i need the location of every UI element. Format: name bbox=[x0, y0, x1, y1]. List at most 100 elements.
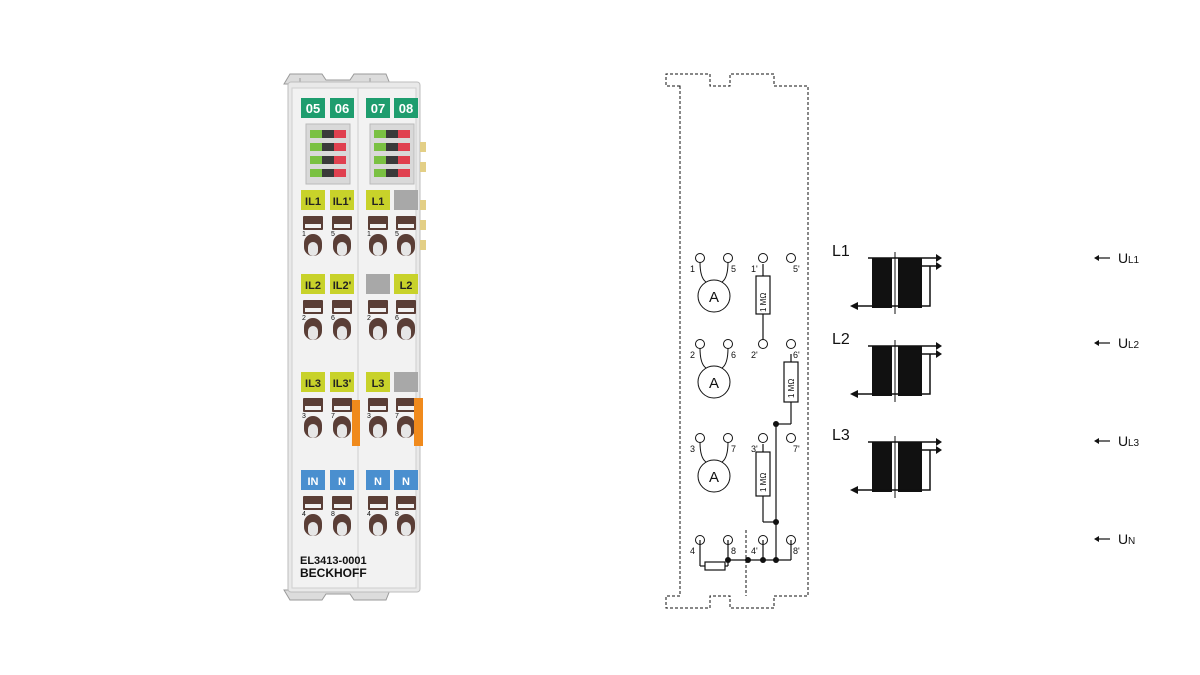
side-contacts bbox=[420, 142, 426, 250]
terminal-label bbox=[301, 470, 325, 490]
led-off-indicator bbox=[386, 143, 398, 151]
terminal-label bbox=[366, 470, 390, 490]
connection-point[interactable] bbox=[786, 433, 796, 443]
resistor-4 bbox=[704, 561, 726, 571]
terminal-label bbox=[330, 274, 354, 294]
led-red-indicator bbox=[334, 156, 346, 164]
connection-point-label: 3 bbox=[690, 444, 695, 454]
contact-number: 3 bbox=[302, 413, 306, 420]
terminal-label-text: N bbox=[338, 476, 346, 488]
ammeters: AAA bbox=[697, 261, 731, 493]
release-tab-left[interactable] bbox=[352, 400, 360, 446]
terminal-label-text: IL3 bbox=[305, 378, 321, 390]
led-green-indicator bbox=[310, 169, 322, 177]
ammeter-symbol: A bbox=[709, 375, 719, 392]
led-green-indicator bbox=[374, 143, 386, 151]
led-red-indicator bbox=[398, 143, 410, 151]
transformer-core-left bbox=[872, 346, 892, 396]
voltage-subscript: L1 bbox=[1128, 255, 1140, 266]
release-tab-right[interactable] bbox=[414, 398, 423, 446]
led-green-indicator bbox=[310, 143, 322, 151]
connection-point-label: 8 bbox=[731, 546, 736, 556]
contact-number: 7 bbox=[331, 413, 335, 420]
led-off-indicator bbox=[322, 156, 334, 164]
connection-point-label: 4 bbox=[690, 546, 695, 556]
voltage-main-symbol: U bbox=[1118, 335, 1128, 351]
connection-point[interactable] bbox=[723, 339, 733, 349]
brand-name: BECKHOFF bbox=[300, 566, 367, 580]
channel-number: 07 bbox=[371, 101, 385, 116]
connection-point-label: 3' bbox=[751, 444, 758, 454]
led-green-indicator bbox=[310, 130, 322, 138]
transformer-core-left bbox=[872, 442, 892, 492]
terminal-label bbox=[366, 190, 390, 210]
voltage-subscript: L3 bbox=[1128, 438, 1140, 449]
contact-number: 7 bbox=[395, 413, 399, 420]
contact-number: 6 bbox=[331, 315, 335, 322]
phase-label: L3 bbox=[832, 427, 850, 444]
led-off-indicator bbox=[322, 143, 334, 151]
terminal-label bbox=[394, 190, 418, 210]
resistor-1-label: 1 MΩ bbox=[759, 293, 768, 312]
terminal-label-text: L3 bbox=[372, 378, 385, 390]
model-number: EL3413-0001 bbox=[300, 555, 367, 567]
resistor-2-label: 1 MΩ bbox=[787, 379, 796, 398]
connection-point-label: 6 bbox=[731, 350, 736, 360]
connection-point[interactable] bbox=[695, 433, 705, 443]
transformer-L3: L3 bbox=[832, 427, 942, 498]
connection-point-label: 6' bbox=[793, 350, 800, 360]
connection-point[interactable] bbox=[723, 433, 733, 443]
connection-point[interactable] bbox=[723, 253, 733, 263]
junction-dots bbox=[725, 421, 779, 563]
led-red-indicator bbox=[334, 130, 346, 138]
led-red-indicator bbox=[334, 143, 346, 151]
terminal-label bbox=[394, 470, 418, 490]
contact-number: 5 bbox=[331, 231, 335, 238]
channel-number: 08 bbox=[399, 101, 413, 116]
contact-number: 8 bbox=[395, 511, 399, 518]
contact-number: 5 bbox=[395, 231, 399, 238]
ammeter-3: A bbox=[697, 441, 731, 493]
connection-point[interactable] bbox=[695, 253, 705, 263]
led-off-indicator bbox=[322, 169, 334, 177]
contact-number: 6 bbox=[395, 315, 399, 322]
led-red-indicator bbox=[398, 156, 410, 164]
resistor-3-label: 1 MΩ bbox=[759, 473, 768, 492]
contact-number: 4 bbox=[302, 511, 306, 518]
connection-point[interactable] bbox=[758, 433, 768, 443]
led-green-indicator bbox=[374, 169, 386, 177]
led-off-indicator bbox=[386, 169, 398, 177]
ammeter-symbol: A bbox=[709, 469, 719, 486]
contact-number: 2 bbox=[367, 315, 371, 322]
connection-point-label: 5 bbox=[731, 264, 736, 274]
connection-point[interactable] bbox=[786, 253, 796, 263]
led-green-indicator bbox=[310, 156, 322, 164]
connection-point[interactable] bbox=[758, 339, 768, 349]
connection-point[interactable] bbox=[758, 253, 768, 263]
connection-point[interactable] bbox=[695, 339, 705, 349]
terminal-label bbox=[301, 372, 325, 392]
connection-point-label: 2' bbox=[751, 350, 758, 360]
channel-label-08 bbox=[394, 98, 418, 118]
connection-point[interactable] bbox=[786, 339, 796, 349]
contact-number: 1 bbox=[367, 231, 371, 238]
terminal-label bbox=[330, 470, 354, 490]
contact-number: 4 bbox=[367, 511, 371, 518]
led-red-indicator bbox=[398, 169, 410, 177]
contact-number: 3 bbox=[367, 413, 371, 420]
led-off-indicator bbox=[322, 130, 334, 138]
voltage-main-symbol: U bbox=[1118, 531, 1128, 547]
led-off-indicator bbox=[386, 130, 398, 138]
terminal-label-text: N bbox=[374, 476, 382, 488]
transformer-core-right bbox=[898, 258, 922, 308]
contact-number: 1 bbox=[302, 231, 306, 238]
terminal-label-text: IL2' bbox=[333, 280, 352, 292]
